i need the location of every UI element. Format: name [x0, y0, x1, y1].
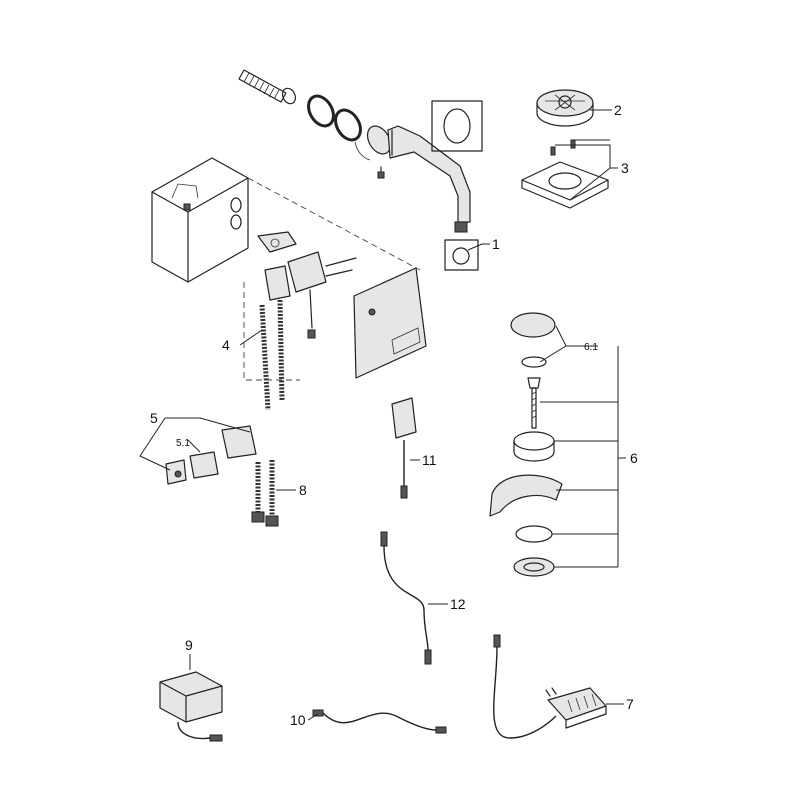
callout-5: 5 — [150, 410, 158, 426]
callout-12: 12 — [450, 596, 466, 612]
wall-spout — [387, 125, 471, 233]
callout-3: 3 — [621, 160, 629, 176]
box-frame-line — [243, 282, 300, 381]
callout-2: 2 — [614, 102, 622, 118]
callout-5-1: 5.1 — [176, 438, 190, 449]
callout-8: 8 — [299, 482, 307, 498]
callout-6-1: 6.1 — [584, 342, 598, 353]
rosette-plate — [431, 100, 483, 152]
solenoid-module — [165, 425, 257, 485]
connection-hose — [238, 69, 297, 105]
hoses-pair — [251, 460, 279, 527]
callout-7: 7 — [626, 696, 634, 712]
callout-6: 6 — [630, 450, 638, 466]
alignment-line — [247, 177, 421, 271]
adapter-nut — [354, 125, 392, 179]
extension-cable-12 — [380, 531, 432, 665]
sensor-module — [391, 397, 417, 499]
installation-box — [151, 157, 249, 283]
callout-9: 9 — [185, 637, 193, 653]
extension-cable-10 — [312, 709, 447, 734]
callout-10: 10 — [290, 712, 306, 728]
callout-1: 1 — [492, 236, 500, 252]
cap-knob — [536, 89, 594, 127]
valve-assembly — [257, 231, 357, 411]
callout-4: 4 — [222, 337, 230, 353]
mounting-plate — [521, 139, 609, 209]
leader-lines — [139, 109, 626, 721]
o-ring-1 — [307, 94, 335, 128]
callout-11: 11 — [422, 452, 437, 468]
power-supply — [493, 634, 607, 739]
drain-set — [489, 312, 563, 577]
control-unit-plate — [353, 267, 427, 379]
aerator-plate — [444, 239, 479, 271]
battery-box — [159, 671, 223, 742]
o-ring-2 — [334, 108, 362, 142]
